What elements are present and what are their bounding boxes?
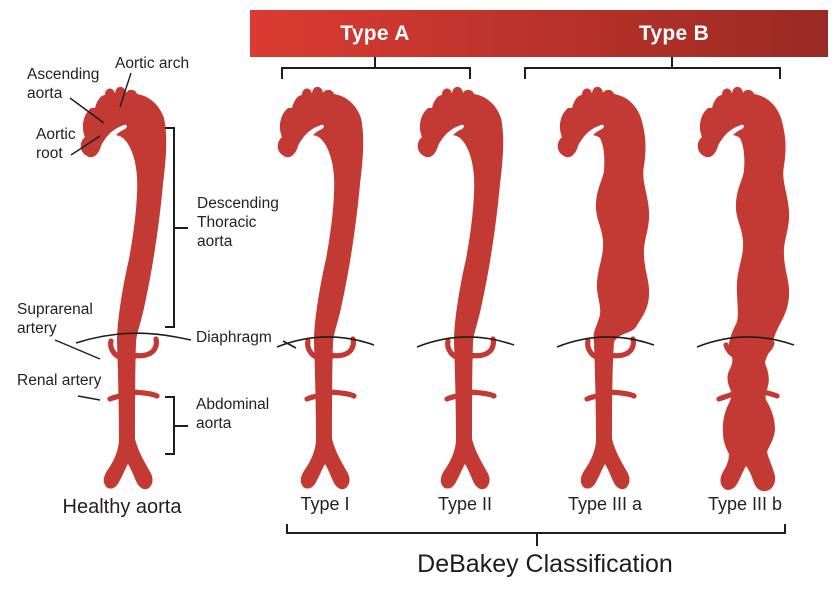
label-descending-thoracic-aorta: Descending Thoracic aorta: [197, 195, 279, 251]
label-diaphragm: Diaphragm: [196, 329, 272, 346]
aorta-type-iiia-figure: [558, 87, 649, 489]
stanford-banner: Type A Type B: [250, 10, 828, 57]
renal-artery-pointer: [77, 395, 101, 401]
suprarenal-artery-pointer: [54, 339, 101, 360]
debakey-classification-title: DeBakey Classification: [417, 550, 673, 578]
debakey-bracket: [286, 524, 786, 546]
aorta-type-iiib-figure: [698, 87, 789, 491]
ascending-aorta-pointer: [69, 97, 105, 124]
diaphragm-arc-type-iiib: [696, 336, 795, 348]
label-aortic-arch: Aortic arch: [115, 55, 190, 72]
label-renal-artery: Renal artery: [17, 372, 102, 389]
caption-type-iiib: Type III b: [707, 494, 783, 514]
aorta-type-i-figure: [278, 87, 364, 489]
diaphragm-arc-type-ii: [416, 336, 515, 348]
diaphragm-arc-type-iiia: [556, 336, 655, 348]
type-a-bracket: [281, 57, 471, 79]
caption-healthy-aorta: Healthy aorta: [62, 496, 182, 518]
aorta-type-ii-figure: [418, 87, 504, 489]
abdominal-aorta-bracket: [165, 396, 188, 455]
descending-thoracic-bracket: [165, 127, 188, 328]
type-b-bracket: [524, 57, 781, 79]
aortic-arch-pointer: [119, 72, 132, 108]
label-ascending-aorta: Ascending aorta: [27, 66, 100, 103]
caption-type-i: Type I: [300, 494, 350, 514]
diaphragm-arc-healthy: [75, 332, 192, 344]
type-b-banner-label: Type B: [638, 22, 710, 45]
caption-type-iiia: Type III a: [567, 494, 643, 514]
aortic-root-pointer: [70, 135, 101, 156]
healthy-aorta-figure: [81, 87, 167, 489]
caption-type-ii: Type II: [437, 494, 493, 514]
diaphragm-leader-line: [282, 340, 297, 349]
label-suprarenal-artery: Suprarenal artery: [17, 301, 93, 338]
label-abdominal-aorta: Abdominal aorta: [196, 396, 270, 433]
type-a-banner-label: Type A: [340, 22, 410, 45]
diaphragm-arc-type-i: [276, 336, 375, 348]
label-aortic-root: Aortic root: [36, 126, 76, 163]
